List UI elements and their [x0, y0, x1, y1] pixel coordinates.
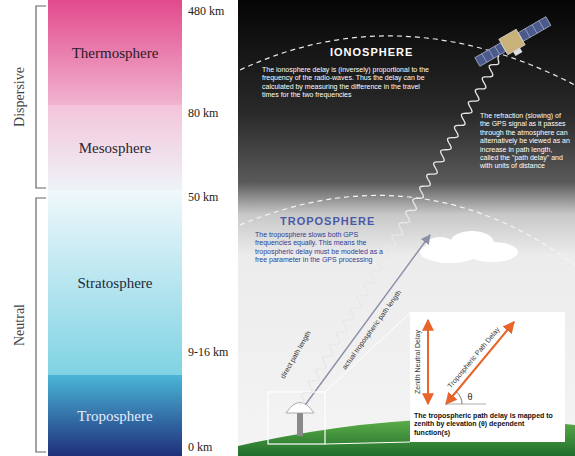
inset-box: Zenith Neutral Delay Tropospheric Path De… — [410, 312, 565, 442]
leader-line — [325, 442, 410, 444]
gps-satellite — [473, 13, 556, 74]
antenna-post — [297, 412, 303, 436]
layer-name: Mesosphere — [79, 139, 151, 157]
horizon-line — [446, 404, 486, 405]
group-label: Neutral — [12, 304, 29, 346]
sky — [238, 0, 575, 456]
zenith-arrow — [427, 320, 429, 404]
layer-name: Troposphere — [77, 407, 152, 425]
layer-band: Thermosphere — [48, 0, 182, 105]
note-text: The ionosphere delay is (inversely) prop… — [262, 66, 437, 100]
slant-arrow — [446, 322, 514, 404]
layer-name: Stratosphere — [78, 274, 153, 292]
bracket — [36, 198, 46, 452]
group-label: Dispersive — [12, 67, 29, 127]
troposphere-boundary — [240, 195, 575, 265]
layer-band: Troposphere — [48, 375, 182, 456]
region-title: TROPOSPHERE — [280, 215, 375, 228]
bracket — [36, 6, 46, 188]
angle-arc — [456, 392, 462, 404]
zoom-frame — [268, 392, 325, 444]
cloud — [420, 231, 518, 263]
caption-text: The tropospheric path delay is mapped to… — [414, 412, 561, 437]
layer-band: Stratosphere — [48, 190, 182, 375]
axis-label: Zenith Neutral Delay — [414, 330, 422, 394]
altitude-label: 50 km — [188, 190, 218, 204]
altitude-label: 480 km — [188, 4, 224, 18]
layer-name: Thermosphere — [72, 44, 159, 62]
leader-line — [325, 313, 410, 392]
altitude-label: 80 km — [188, 106, 218, 120]
angle-symbol: θ — [467, 392, 472, 403]
layer-band: Mesosphere — [48, 105, 182, 190]
axis-label: Tropospheric Path Delay — [446, 326, 502, 390]
note-text: The refraction (slowing) of the GPS sign… — [480, 112, 572, 171]
altitude-label: 9-16 km — [188, 345, 228, 359]
note-text: The troposphere slows both GPS frequenci… — [255, 231, 385, 265]
altitude-label: 0 km — [188, 440, 212, 454]
region-title: IONOSPHERE — [330, 46, 413, 59]
